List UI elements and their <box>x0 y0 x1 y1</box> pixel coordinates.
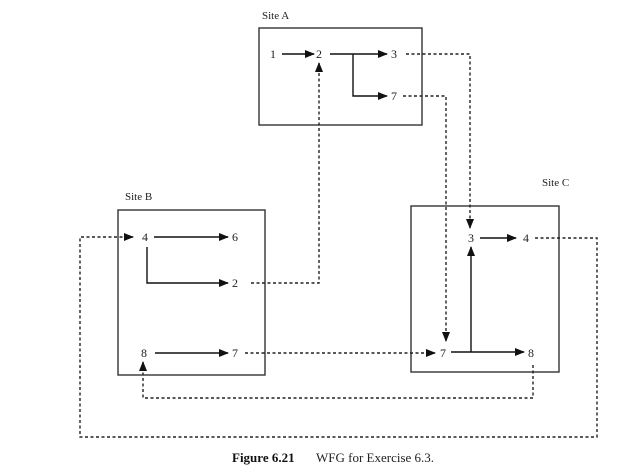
edge-c8-b8 <box>139 361 534 399</box>
site-b: Site B 4 6 2 8 7 <box>117 191 266 376</box>
edge-b2-a2 <box>251 62 323 284</box>
node-b-8: 8 <box>141 346 147 360</box>
node-b-7: 7 <box>232 346 238 360</box>
site-c-label: Site C <box>542 177 569 189</box>
node-c-4: 4 <box>523 231 529 245</box>
site-a-label: Site A <box>262 10 289 22</box>
node-b-2: 2 <box>232 276 238 290</box>
caption-text: WFG for Exercise 6.3. <box>316 450 434 465</box>
node-a-3: 3 <box>391 47 397 61</box>
site-a-box <box>258 27 423 126</box>
site-a: Site A 1 2 3 7 <box>258 10 423 126</box>
site-c-box <box>410 205 560 373</box>
edge-a3-c3 <box>406 53 474 229</box>
site-b-box <box>117 209 266 376</box>
node-a-1: 1 <box>270 47 276 61</box>
node-b-4: 4 <box>142 230 148 244</box>
node-c-3: 3 <box>468 231 474 245</box>
edge-c4-b4 <box>79 233 598 438</box>
site-c: Site C 3 4 7 8 <box>410 177 569 373</box>
node-a-2: 2 <box>316 47 322 61</box>
node-b-6: 6 <box>232 230 238 244</box>
figure-caption: Figure 6.21 WFG for Exercise 6.3. <box>232 450 434 465</box>
edge-b-4-2 <box>146 247 229 287</box>
edge-a7-c7 <box>403 95 450 342</box>
node-a-7: 7 <box>391 89 397 103</box>
caption-figure-number: Figure 6.21 <box>232 450 295 465</box>
edge-a-2-7 <box>352 54 388 100</box>
node-c-8: 8 <box>528 346 534 360</box>
node-c-7: 7 <box>440 346 446 360</box>
site-b-label: Site B <box>125 191 152 203</box>
